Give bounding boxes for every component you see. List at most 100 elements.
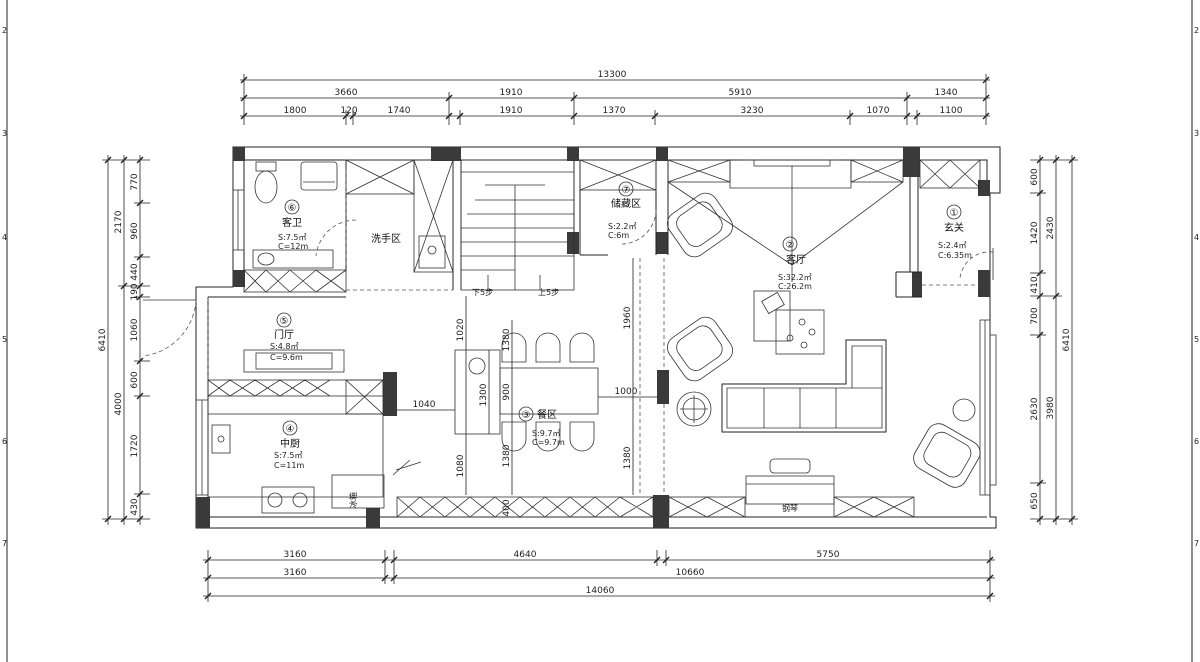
vanity: [252, 249, 334, 269]
tv-wall: [729, 160, 852, 189]
door-swing-bath: [315, 219, 357, 257]
column: [656, 147, 668, 161]
dim-ticks: [1036, 156, 1076, 523]
dim-label: 1740: [388, 106, 411, 116]
coffee-table-right: [775, 309, 825, 355]
dim-label: 2170: [114, 210, 124, 233]
room-perimeter: C:6.35m: [938, 251, 972, 260]
dining-chair: [569, 332, 595, 363]
cabinets: [207, 159, 981, 518]
dim-label: 3980: [1046, 396, 1056, 419]
room-perimeter: C=12m: [278, 242, 308, 251]
room-storage: ⑦ 储藏区 S:2.2㎡ C:6m: [608, 181, 641, 240]
room-area: S:32.2㎡: [778, 273, 812, 282]
room-area: S:7.5㎡: [278, 233, 307, 242]
room-number-marker: [518, 406, 534, 422]
inner-wall-line-bottom: [207, 297, 987, 518]
door-swing-entry: [959, 251, 994, 279]
dim-label: 440: [130, 263, 140, 280]
dim-label: 410: [1030, 276, 1040, 293]
dim-label: 1910: [500, 88, 523, 98]
room-guest-bath: ⑥ 客卫 S:7.5㎡ C=12m: [278, 199, 308, 251]
margin-mark-left: 7: [2, 539, 7, 548]
margin-mark-left: 4: [2, 233, 7, 242]
margin-mark-left: 2: [2, 26, 7, 35]
door-swing-foyer: [142, 299, 197, 357]
dim-label: 2630: [1030, 397, 1040, 420]
margin-mark-right: 7: [1194, 539, 1199, 548]
column: [653, 495, 669, 528]
dim-label: 600: [130, 371, 140, 388]
toilet: [254, 170, 278, 204]
dining: [454, 332, 599, 452]
cabinet-entry: [919, 159, 981, 189]
bottom-dimensions: 3160 4640 5750 3160 10660 14060: [203, 550, 995, 602]
dim-label: 1300: [479, 383, 489, 406]
room-number: ②: [786, 240, 795, 251]
dim-label: 10660: [676, 568, 705, 578]
dining-chair: [569, 421, 595, 452]
cabinet-hatch: [413, 159, 454, 273]
stair-label-down: 下5步: [472, 288, 493, 297]
dim-label: 1100: [940, 106, 963, 116]
dim-label: 900: [502, 383, 512, 400]
dim-label: 14060: [586, 586, 615, 596]
dim-label: 1380: [502, 444, 512, 467]
room-number-marker: [276, 312, 292, 328]
column: [978, 270, 990, 297]
armchair-seat: [923, 431, 972, 478]
washing-machine: [300, 161, 338, 191]
dim-label: 6410: [1062, 328, 1072, 351]
column: [366, 508, 380, 528]
dim-label: 430: [130, 498, 140, 515]
dim-label: 1380: [502, 328, 512, 351]
stair-box: [460, 159, 575, 291]
foyer-cabinet-inner: [255, 352, 333, 370]
room-dining: ③ 餐区 S:9.7㎡ C=9.7m: [518, 406, 565, 447]
cabinet-bath: [243, 269, 347, 293]
dim-label: 190: [130, 283, 140, 300]
dining-chair: [535, 421, 561, 452]
room-number: ③: [522, 410, 531, 421]
kitchen-counter: [207, 413, 384, 498]
cabinet-hatch: [667, 159, 731, 183]
tv-panel: [753, 159, 831, 167]
armchair-seat: [676, 325, 723, 371]
dim-ticks: [240, 76, 990, 120]
dim-label: 700: [1030, 307, 1040, 324]
cabinet-hatch: [345, 379, 384, 415]
cabinet-dining-bottom: [396, 496, 654, 518]
room-number: ⑤: [280, 316, 289, 327]
room-number: ①: [950, 208, 959, 219]
dim-label: 960: [130, 222, 140, 239]
decor: [798, 318, 806, 326]
column: [567, 232, 579, 254]
fridge-door-swing: [392, 459, 422, 476]
foyer-kitchen: 冰箱: [207, 349, 422, 514]
dim-label: 2430: [1046, 216, 1056, 239]
cooktop: [261, 486, 315, 514]
margin-mark-left: 3: [2, 129, 7, 138]
room-kitchen: ④ 中厨 S:7.5㎡ C=11m: [274, 420, 304, 470]
room-perimeter: C:26.2m: [778, 282, 812, 291]
column: [233, 147, 245, 161]
kitchen-sink: [211, 424, 231, 454]
dining-chairs: [501, 332, 595, 452]
room-area: S:9.7㎡: [532, 429, 561, 438]
cabinet-hatch: [850, 159, 904, 183]
dim-label: 4000: [114, 392, 124, 415]
margin-mark-right: 6: [1194, 437, 1199, 446]
room-area: S:2.4㎡: [938, 241, 967, 250]
room-area: S:4.8㎡: [270, 342, 299, 351]
room-area: S:7.5㎡: [274, 451, 303, 460]
dining-chair: [501, 421, 527, 452]
dim-label: 1060: [130, 318, 140, 341]
cabinet-hatch: [579, 159, 657, 191]
dim-ticks: [104, 156, 144, 523]
room-number-marker: [282, 420, 298, 436]
room-labels: ⑥ 客卫 S:7.5㎡ C=12m 洗手区 ⑦ 储藏区 S:2.2㎡ C:6m …: [270, 181, 972, 470]
toilet-tank: [255, 161, 277, 172]
stair-label-up: 上5步: [538, 288, 559, 297]
dim-label: 400: [502, 499, 512, 516]
column: [903, 147, 920, 177]
